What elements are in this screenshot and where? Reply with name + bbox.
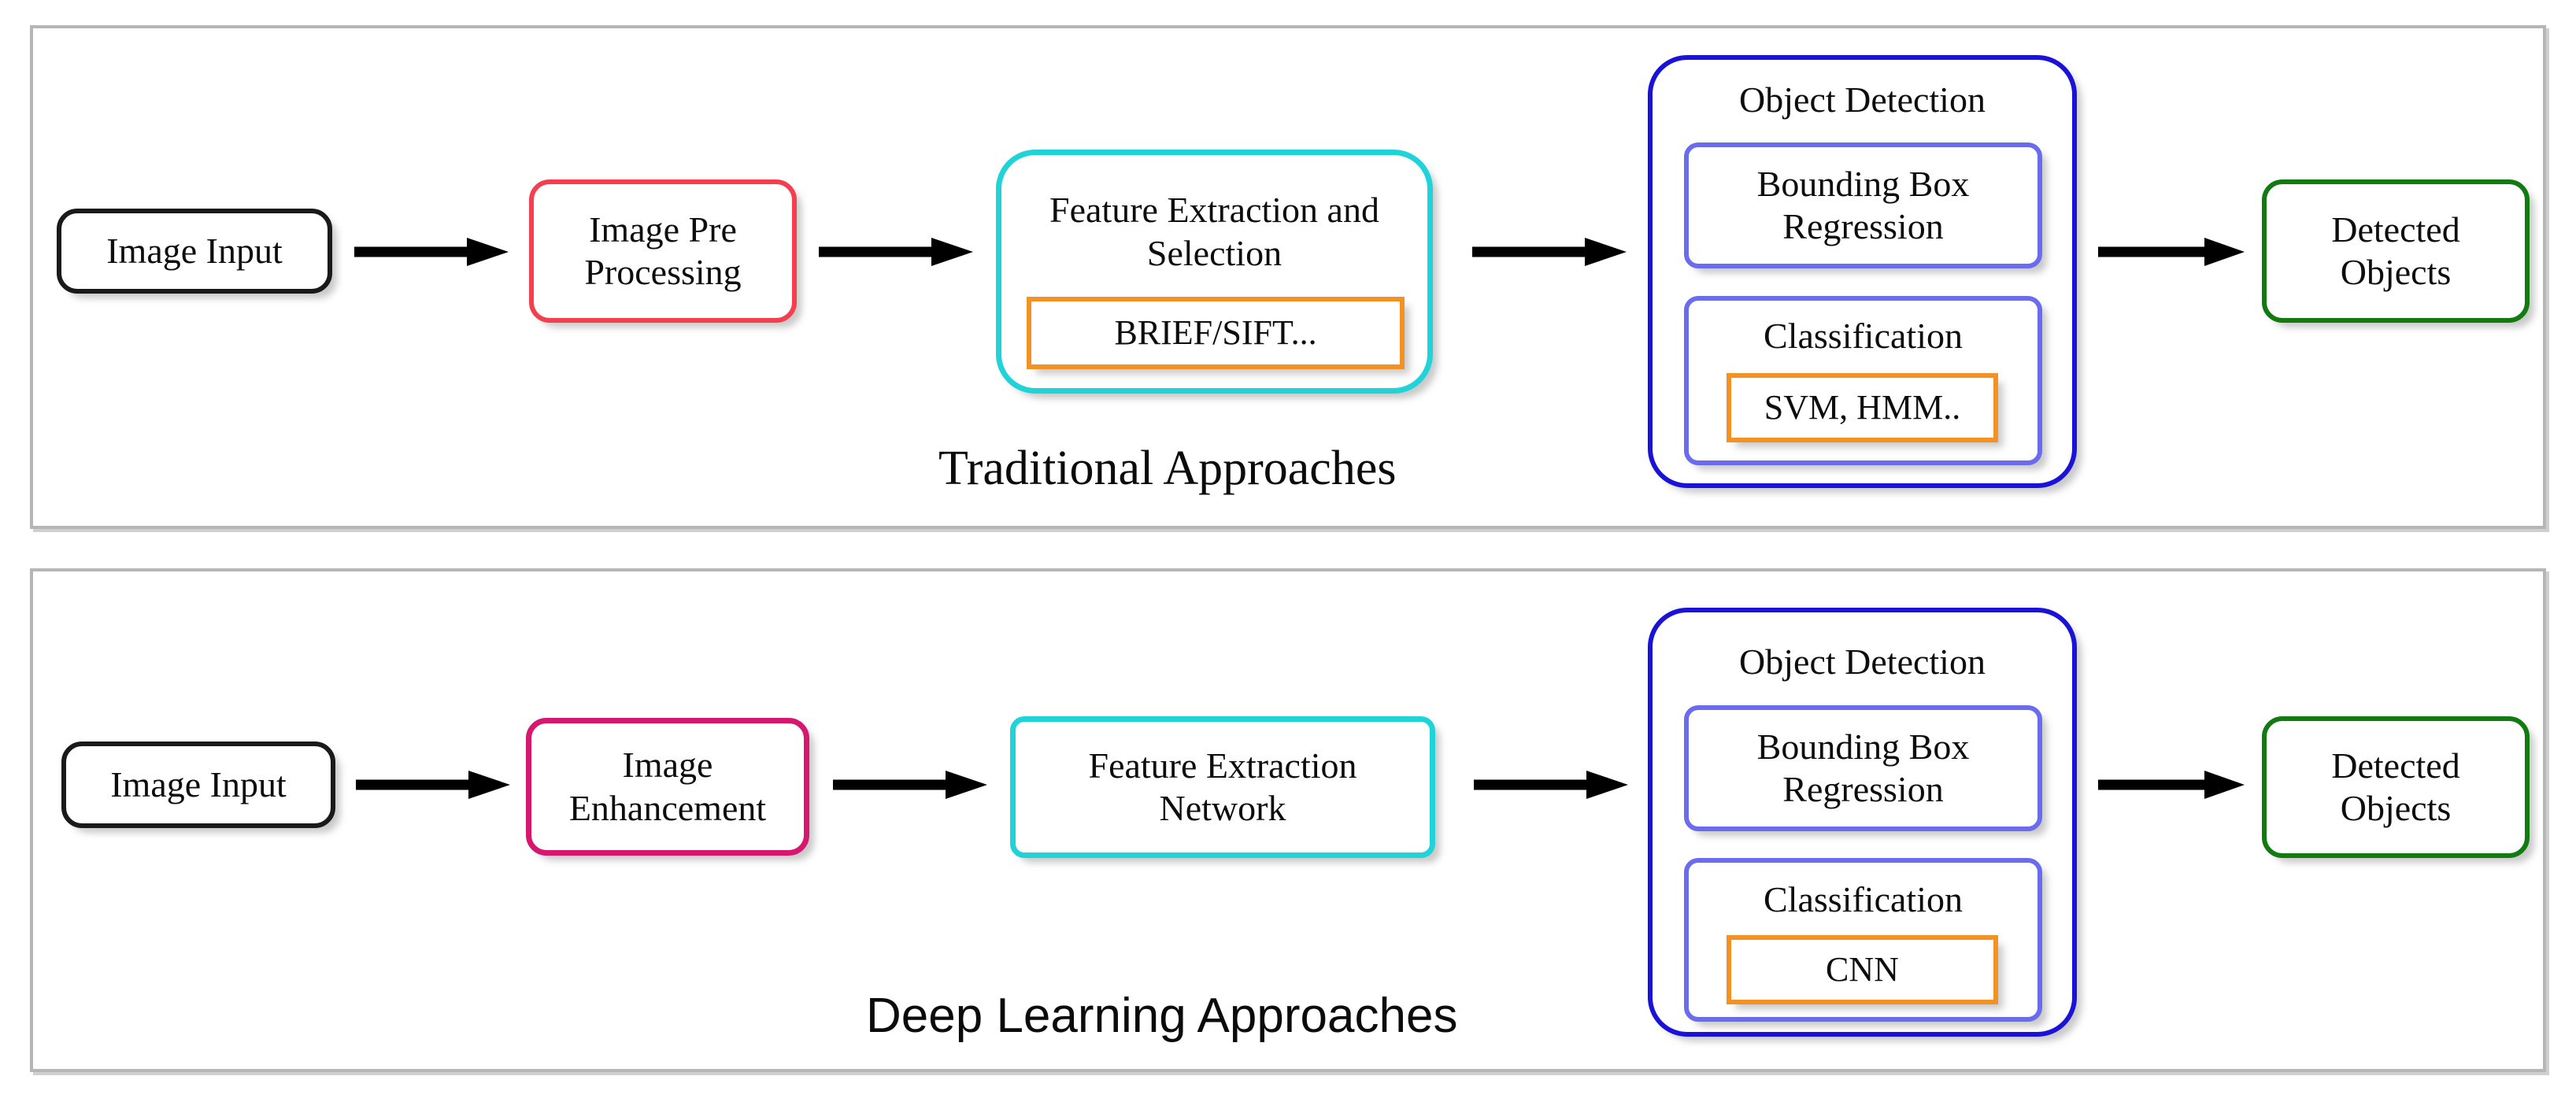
node-svm-hmm-box[interactable]: SVM, HMM..: [1727, 373, 1998, 442]
arrow-input-to-preprocess-traditional: [354, 236, 512, 268]
arrow-feature-to-detection-deep: [1474, 769, 1631, 801]
node-label: Bounding Box Regression: [1756, 726, 1970, 809]
node-label: Detected Objects: [2331, 745, 2460, 828]
node-label: Image Input: [110, 764, 287, 804]
node-label: Feature Extraction Network: [1088, 745, 1357, 828]
group-title-classification: Classification: [1764, 316, 1963, 356]
group-classification-traditional[interactable]: Classification SVM, HMM..: [1684, 296, 2042, 465]
node-detected-objects-traditional[interactable]: Detected Objects: [2262, 179, 2530, 323]
caption-traditional-approaches: Traditional Approaches: [938, 442, 1397, 495]
arrow-input-to-enhance-deep: [356, 769, 513, 801]
node-label: BRIEF/SIFT...: [1114, 313, 1317, 353]
group-classification-deep[interactable]: Classification CNN: [1684, 858, 2042, 1022]
group-title-object-detection: Object Detection: [1739, 80, 1986, 120]
node-image-input-traditional[interactable]: Image Input: [57, 209, 332, 294]
node-label: Detected Objects: [2331, 209, 2460, 292]
arrow-preprocess-to-feature-traditional: [819, 236, 976, 268]
node-image-preprocessing[interactable]: Image Pre Processing: [529, 179, 797, 323]
node-feature-extraction-selection[interactable]: Feature Extraction and Selection BRIEF/S…: [996, 150, 1433, 394]
node-label: Image Enhancement: [568, 745, 767, 828]
arrow-feature-to-detection-traditional: [1472, 236, 1630, 268]
node-label: Bounding Box Regression: [1756, 163, 1970, 246]
node-image-enhancement[interactable]: Image Enhancement: [526, 718, 809, 856]
node-brief-sift-box[interactable]: BRIEF/SIFT...: [1027, 297, 1405, 369]
node-label: Feature Extraction and Selection: [1049, 190, 1379, 274]
node-label: CNN: [1826, 950, 1899, 989]
caption-deep-learning-approaches: Deep Learning Approaches: [866, 989, 1458, 1043]
node-cnn-box[interactable]: CNN: [1727, 935, 1998, 1004]
node-label: SVM, HMM..: [1764, 388, 1961, 427]
node-bounding-box-regression-deep[interactable]: Bounding Box Regression: [1684, 705, 2042, 831]
node-label: Image Pre Processing: [584, 209, 742, 292]
node-image-input-deep[interactable]: Image Input: [61, 741, 335, 828]
node-detected-objects-deep[interactable]: Detected Objects: [2262, 716, 2530, 858]
group-object-detection-traditional[interactable]: Object Detection Bounding Box Regression…: [1648, 55, 2077, 488]
node-label: Image Input: [106, 230, 283, 271]
group-object-detection-deep[interactable]: Object Detection Bounding Box Regression…: [1648, 608, 2077, 1037]
arrow-detection-to-output-traditional: [2098, 236, 2248, 268]
node-feature-extraction-network[interactable]: Feature Extraction Network: [1010, 716, 1435, 858]
arrow-enhance-to-feature-deep: [833, 769, 990, 801]
node-bounding-box-regression-traditional[interactable]: Bounding Box Regression: [1684, 142, 2042, 268]
arrow-detection-to-output-deep: [2098, 769, 2248, 801]
group-title-classification: Classification: [1764, 879, 1963, 919]
group-title-object-detection: Object Detection: [1739, 642, 1986, 682]
